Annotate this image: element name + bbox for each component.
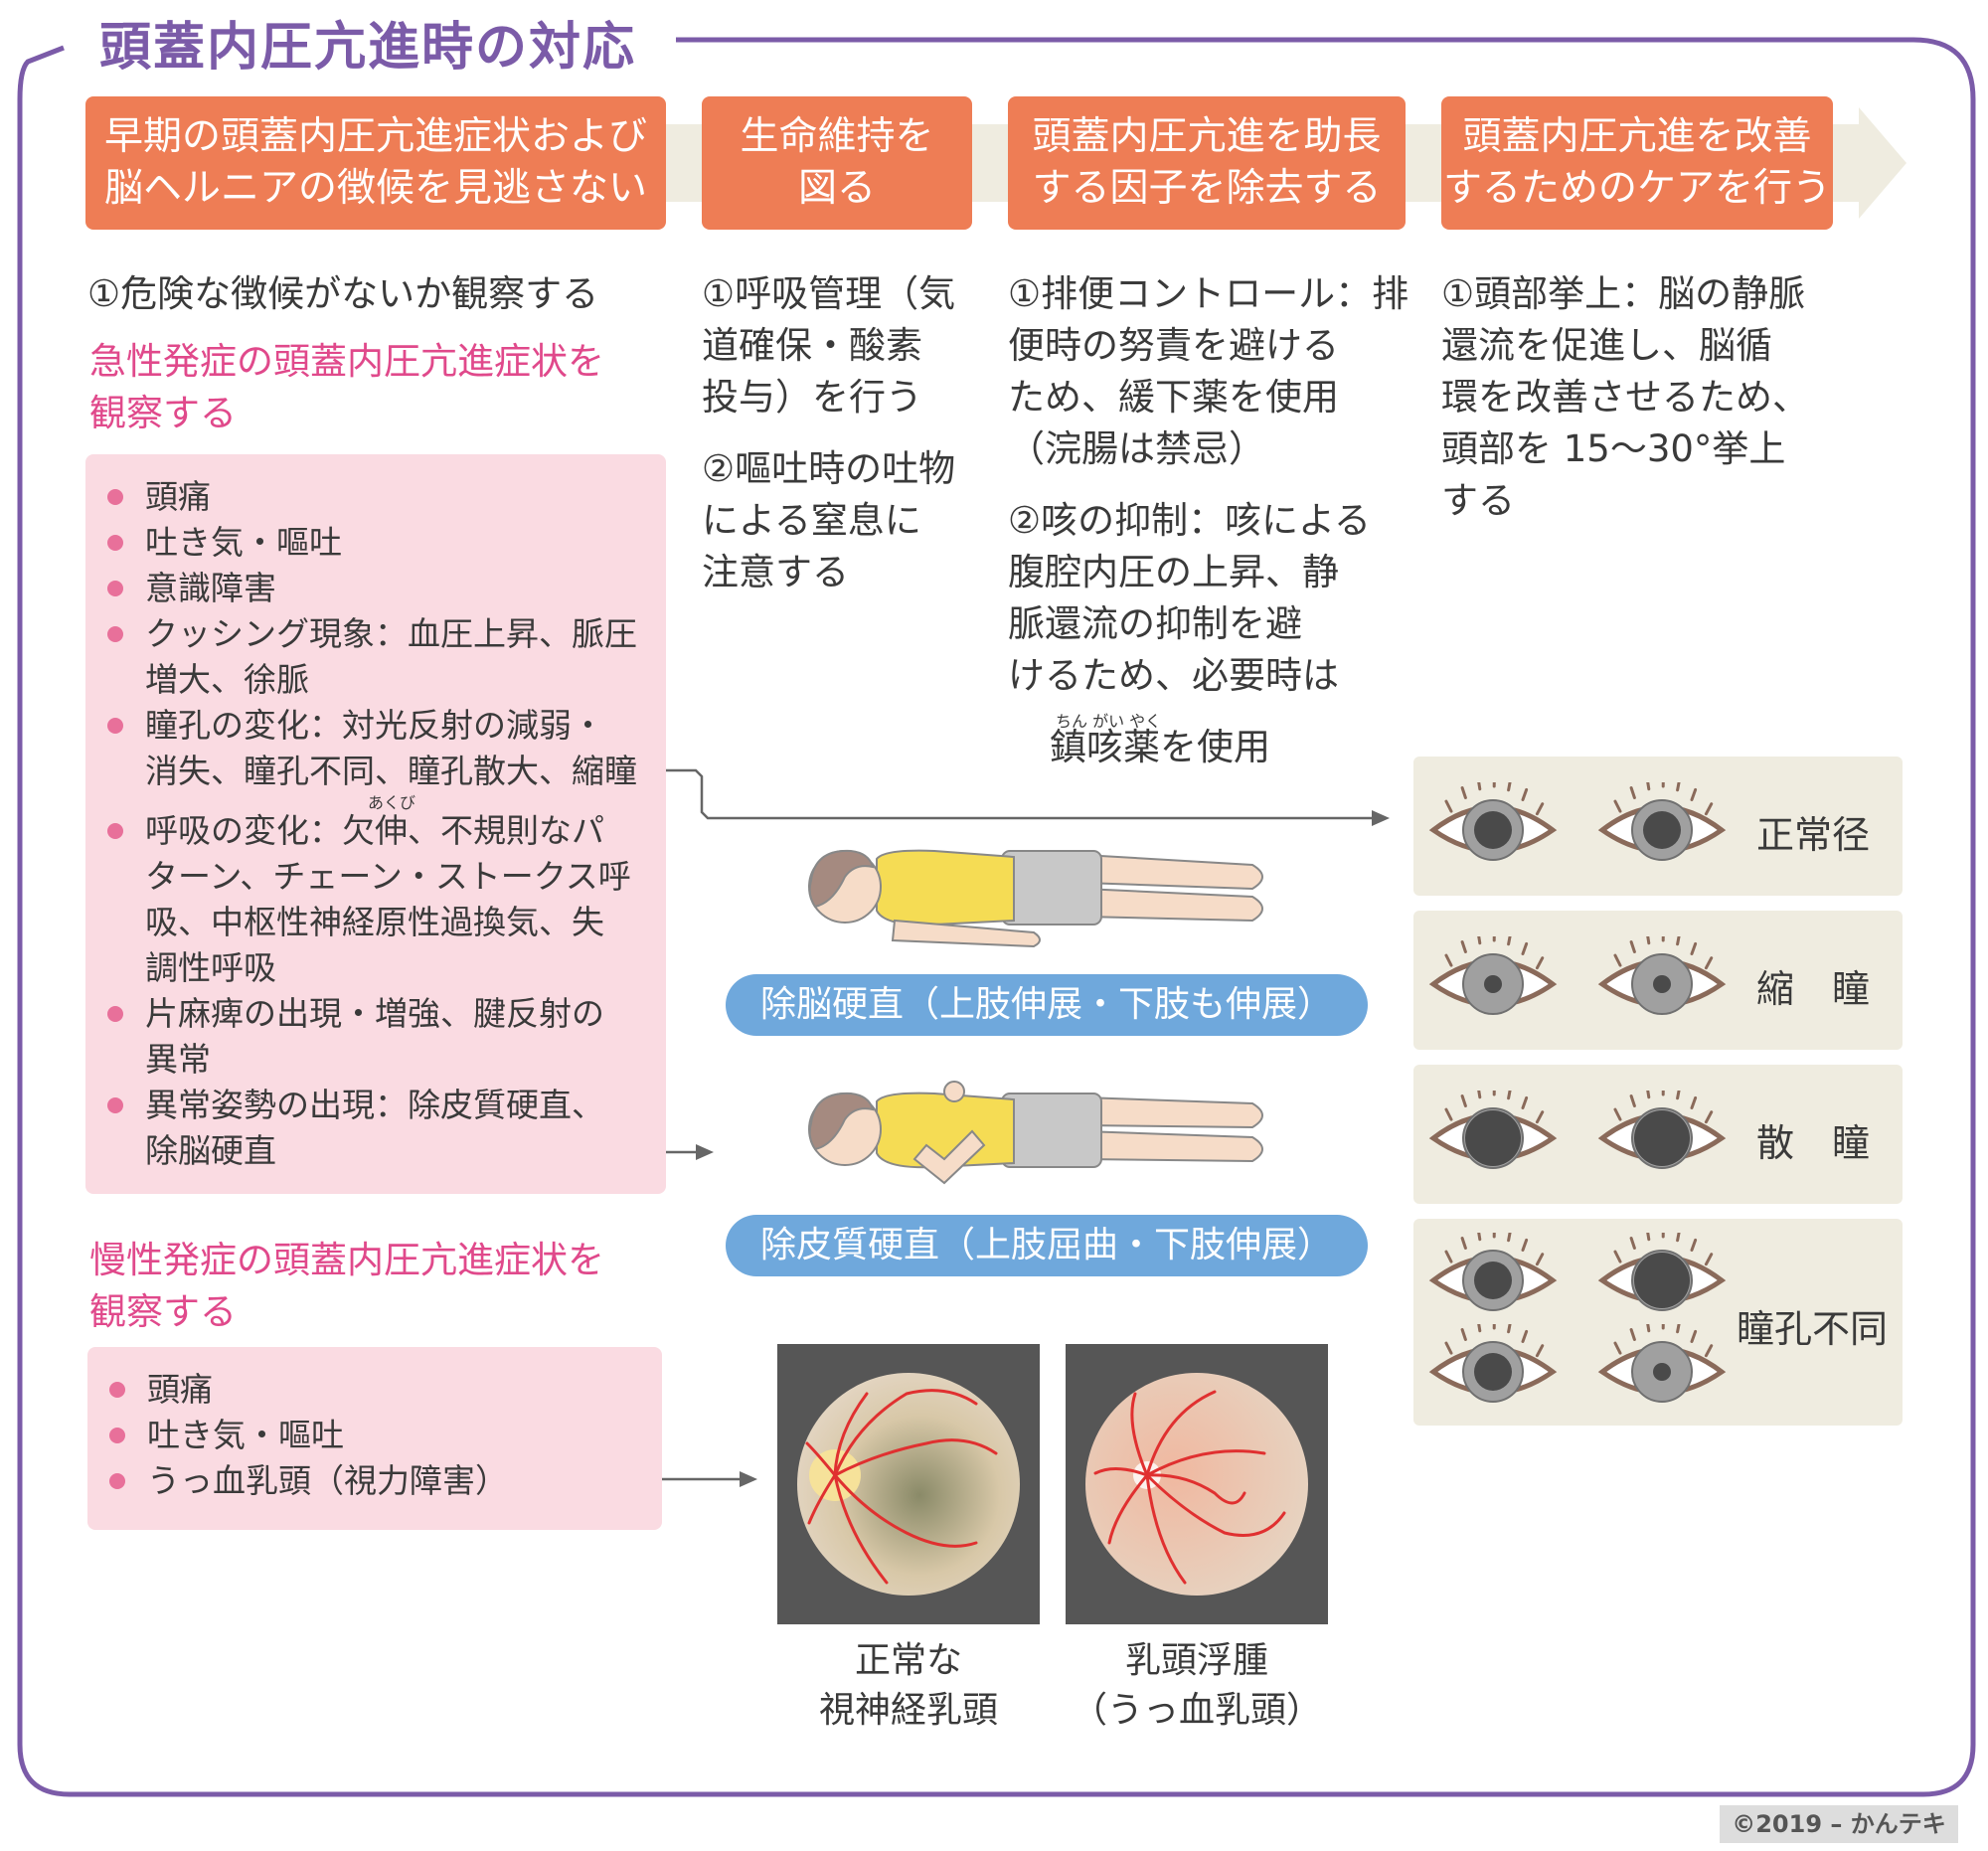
acute-heading: 急性発症の頭蓋内圧亢進症状を 観察する bbox=[89, 340, 604, 434]
decorticate-label: 除皮質硬直（上肢屈曲・下肢伸展） bbox=[726, 1215, 1368, 1276]
pupil-box-mydriasis: 散 瞳 bbox=[1413, 1065, 1903, 1204]
eye-icon bbox=[1597, 1324, 1727, 1403]
ruby-chingaiyaku: ちん がい やく bbox=[1056, 712, 1162, 731]
eye-icon bbox=[1428, 1091, 1558, 1169]
list-item: 片麻痺の出現・増強、腱反射の 異常 bbox=[85, 991, 666, 1083]
copyright-badge: ©2019 – かんテキ bbox=[1720, 1805, 1958, 1843]
list-item: 吐き気・嘔吐 bbox=[87, 1413, 662, 1458]
list-item: 瞳孔の変化：対光反射の減弱・ 消失、瞳孔不同、瞳孔散大、縮瞳 bbox=[85, 703, 666, 794]
eye-icon bbox=[1428, 1324, 1558, 1403]
life-support-item-1: ①呼吸管理（気 道確保・酸素 投与）を行う bbox=[702, 272, 956, 419]
papilledema-fundus-caption: 乳頭浮腫 （うっ血乳頭） bbox=[1071, 1640, 1322, 1731]
pupil-box-anisocoria: 瞳孔不同 bbox=[1413, 1219, 1903, 1426]
header-box-remove-factors: 頭蓋内圧亢進を助長 する因子を除去する bbox=[1008, 96, 1406, 230]
normal-fundus-image bbox=[777, 1344, 1040, 1624]
list-item: 頭痛 bbox=[87, 1367, 662, 1413]
header-box-improve-care: 頭蓋内圧亢進を改善 するためのケアを行う bbox=[1441, 96, 1833, 230]
arrowhead-posture bbox=[696, 1144, 714, 1160]
eye-icon bbox=[1597, 1091, 1727, 1169]
frame-border bbox=[17, 37, 1976, 1797]
header-box-early-detection: 早期の頭蓋内圧亢進症状および 脳ヘルニアの徴候を見逃さない bbox=[85, 96, 666, 230]
list-item: 吐き気・嘔吐 bbox=[85, 520, 666, 566]
list-item: 頭痛 bbox=[85, 474, 666, 520]
acute-symptom-list: 頭痛 吐き気・嘔吐 意識障害 クッシング現象：血圧上昇、脈圧 増大、徐脈 瞳孔の… bbox=[85, 474, 666, 1174]
pupil-label-miosis: 縮 瞳 bbox=[1756, 967, 1871, 1011]
antitussive-line: 鎮咳薬を使用 bbox=[1050, 726, 1270, 768]
normal-fundus-caption: 正常な 視神経乳頭 bbox=[818, 1640, 998, 1731]
decorticate-posture-illustration bbox=[808, 1081, 1263, 1185]
ruby-akubi: あくび bbox=[368, 793, 416, 812]
observe-instruction: ①危険な徴候がないか観察する bbox=[87, 272, 599, 315]
decerebrate-posture-illustration bbox=[808, 849, 1263, 948]
pupil-label-anisocoria: 瞳孔不同 bbox=[1737, 1307, 1889, 1351]
decerebrate-label: 除脳硬直（上肢伸展・下肢も伸展） bbox=[726, 974, 1368, 1036]
eye-icon bbox=[1597, 782, 1727, 861]
connector-pupil-line bbox=[651, 768, 1374, 820]
pupil-label-normal: 正常径 bbox=[1756, 813, 1871, 857]
remove-factors-item-2: ②咳の抑制：咳による 腹腔内圧の上昇、静 脈還流の抑制を避 けるため、必要時は bbox=[1008, 499, 1372, 697]
papilledema-fundus-image bbox=[1066, 1344, 1328, 1624]
pupil-box-miosis: 縮 瞳 bbox=[1413, 911, 1903, 1050]
acute-symptoms-box: 頭痛 吐き気・嘔吐 意識障害 クッシング現象：血圧上昇、脈圧 増大、徐脈 瞳孔の… bbox=[85, 454, 666, 1194]
eye-icon bbox=[1597, 936, 1727, 1015]
page-title: 頭蓋内圧亢進時の対応 bbox=[99, 18, 637, 78]
eye-icon bbox=[1428, 782, 1558, 861]
chronic-heading: 慢性発症の頭蓋内圧亢進症状を 観察する bbox=[89, 1239, 604, 1333]
chronic-symptom-list: 頭痛 吐き気・嘔吐 うっ血乳頭（視力障害） bbox=[87, 1367, 662, 1504]
list-item: うっ血乳頭（視力障害） bbox=[87, 1458, 662, 1504]
list-item: 呼吸の変化：欠伸、不規則なパ ターン、チェーン・ストークス呼 吸、中枢性神経原性… bbox=[85, 808, 666, 991]
pupil-label-mydriasis: 散 瞳 bbox=[1756, 1121, 1871, 1165]
arrowhead-papilledema bbox=[740, 1471, 757, 1487]
eye-icon bbox=[1428, 936, 1558, 1015]
life-support-item-2: ②嘔吐時の吐物 による窒息に 注意する bbox=[702, 447, 956, 593]
pupil-box-normal: 正常径 bbox=[1413, 757, 1903, 896]
list-item: クッシング現象：血圧上昇、脈圧 増大、徐脈 bbox=[85, 611, 666, 703]
eye-icon bbox=[1597, 1233, 1727, 1311]
list-item: 異常姿勢の出現：除皮質硬直、 除脳硬直 bbox=[85, 1083, 666, 1174]
header-box-life-support: 生命維持を 図る bbox=[702, 96, 972, 230]
improve-care-item-1: ①頭部挙上：脳の静脈 還流を促進し、脳循 環を改善させるため、 頭部を 15～3… bbox=[1441, 272, 1809, 522]
arrowhead-pupil bbox=[1372, 810, 1390, 826]
list-item: 意識障害 bbox=[85, 566, 666, 611]
eye-icon bbox=[1428, 1233, 1558, 1311]
remove-factors-item-1: ①排便コントロール：排 便時の努責を避ける ため、緩下薬を使用 （浣腸は禁忌） bbox=[1008, 272, 1409, 470]
chronic-symptoms-box: 頭痛 吐き気・嘔吐 うっ血乳頭（視力障害） bbox=[87, 1347, 662, 1530]
